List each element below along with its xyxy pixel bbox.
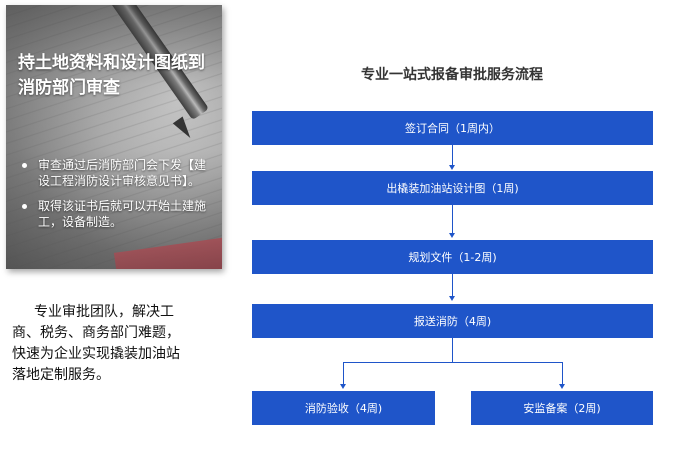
arrow-down-icon xyxy=(449,233,455,238)
card-bullet-list: 审查通过后消防部门会下发【建设工程消防设计审核意见书】。 取得该证书后就可以开始… xyxy=(18,157,216,239)
flow-connector xyxy=(562,362,563,384)
arrow-down-icon xyxy=(559,384,565,389)
card-overlay xyxy=(6,5,222,269)
hero-image-card: 持土地资料和设计图纸到消防部门审查 审查通过后消防部门会下发【建设工程消防设计审… xyxy=(6,5,222,269)
flow-step-planning: 规划文件（1-2周) xyxy=(252,240,653,274)
arrow-down-icon xyxy=(340,384,346,389)
card-bullet-item: 取得该证书后就可以开始土建施工，设备制造。 xyxy=(18,198,216,230)
bullet-dot-icon xyxy=(22,204,27,209)
flow-connector xyxy=(452,145,453,166)
flow-step-fire-submission: 报送消防（4周) xyxy=(252,304,653,338)
flow-connector xyxy=(452,338,453,362)
service-note: 专业审批团队，解决工商、税务、商务部门难题，快速为企业实现撬装加油站落地定制服务… xyxy=(12,304,180,383)
card-bullet-text: 取得该证书后就可以开始土建施工，设备制造。 xyxy=(38,199,207,229)
card-bullet-item: 审查通过后消防部门会下发【建设工程消防设计审核意见书】。 xyxy=(18,157,216,189)
flow-step-safety-filing: 安监备案（2周) xyxy=(471,391,653,425)
arrow-down-icon xyxy=(449,296,455,301)
flow-step-contract: 签订合同（1周内） xyxy=(252,111,653,145)
flow-step-fire-acceptance: 消防验收（4周) xyxy=(252,391,435,425)
card-title: 持土地资料和设计图纸到消防部门审查 xyxy=(18,53,205,98)
flow-step-design: 出橇装加油站设计图（1周) xyxy=(252,171,653,205)
flow-branch-line xyxy=(343,362,563,363)
bullet-dot-icon xyxy=(22,163,27,168)
flow-connector xyxy=(452,205,453,234)
flow-title: 专业一站式报备审批服务流程 xyxy=(361,67,543,83)
arrow-down-icon xyxy=(449,165,455,170)
card-bullet-text: 审查通过后消防部门会下发【建设工程消防设计审核意见书】。 xyxy=(38,158,207,188)
flow-connector xyxy=(452,274,453,297)
flow-connector xyxy=(343,362,344,384)
